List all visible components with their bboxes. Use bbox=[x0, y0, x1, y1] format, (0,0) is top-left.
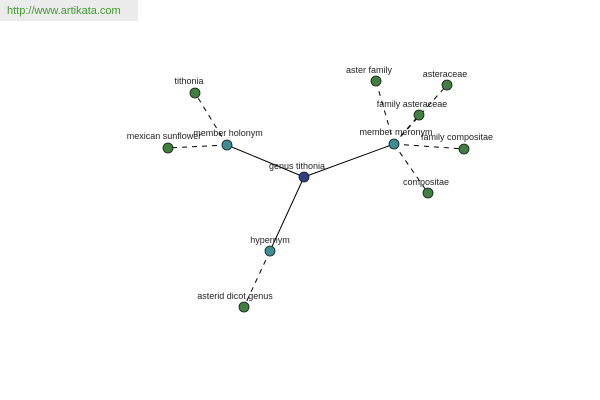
labels-layer: genus tithonia member holonym member meron… bbox=[127, 65, 493, 301]
edge-family-asteraceae bbox=[393, 114, 420, 145]
edge-tithonia bbox=[194, 92, 228, 146]
nodes-layer bbox=[162, 75, 470, 313]
node-member-holonym[interactable] bbox=[221, 139, 233, 151]
edge-aster-family bbox=[375, 80, 395, 145]
label-member-holonym[interactable]: member holonym bbox=[193, 128, 263, 138]
label-family-asteraceae[interactable]: family asteraceae bbox=[377, 99, 448, 109]
node-mexican-sunflower[interactable] bbox=[162, 142, 174, 154]
node-hypernym[interactable] bbox=[264, 245, 276, 257]
node-asterid-dicot-genus[interactable] bbox=[238, 301, 250, 313]
label-asterid-dicot-genus[interactable]: asterid dicot genus bbox=[197, 291, 273, 301]
label-member-meronym[interactable]: member meronym bbox=[359, 127, 432, 137]
site-banner: http://www.artikata.com bbox=[0, 0, 138, 21]
node-family-compositae[interactable] bbox=[458, 143, 470, 155]
label-asteraceae[interactable]: asteraceae bbox=[423, 69, 468, 79]
edge-member-meronym bbox=[303, 143, 395, 178]
node-tithonia[interactable] bbox=[189, 87, 201, 99]
edge-family-compositae bbox=[393, 143, 465, 150]
edge-member-holonym bbox=[226, 144, 305, 178]
edge-hypernym bbox=[269, 176, 305, 252]
node-aster-family[interactable] bbox=[370, 75, 382, 87]
label-tithonia[interactable]: tithonia bbox=[174, 76, 203, 86]
node-genus-tithonia[interactable] bbox=[298, 171, 310, 183]
site-url-link[interactable]: http://www.artikata.com bbox=[7, 4, 121, 17]
edges-layer bbox=[167, 80, 465, 308]
label-compositae[interactable]: compositae bbox=[403, 177, 449, 187]
edge-mexican-sunflower bbox=[167, 144, 228, 149]
node-compositae[interactable] bbox=[422, 187, 434, 199]
node-asteraceae[interactable] bbox=[441, 79, 453, 91]
label-family-compositae[interactable]: family compositae bbox=[421, 132, 493, 142]
label-mexican-sunflower[interactable]: mexican sunflower bbox=[127, 131, 202, 141]
node-family-asteraceae[interactable] bbox=[413, 109, 425, 121]
node-member-meronym[interactable] bbox=[388, 138, 400, 150]
label-genus-tithonia[interactable]: genus tithonia bbox=[269, 161, 325, 171]
label-aster-family[interactable]: aster family bbox=[346, 65, 393, 75]
edge-asterid-dicot-genus bbox=[243, 250, 271, 308]
label-hypernym[interactable]: hypernym bbox=[250, 235, 290, 245]
